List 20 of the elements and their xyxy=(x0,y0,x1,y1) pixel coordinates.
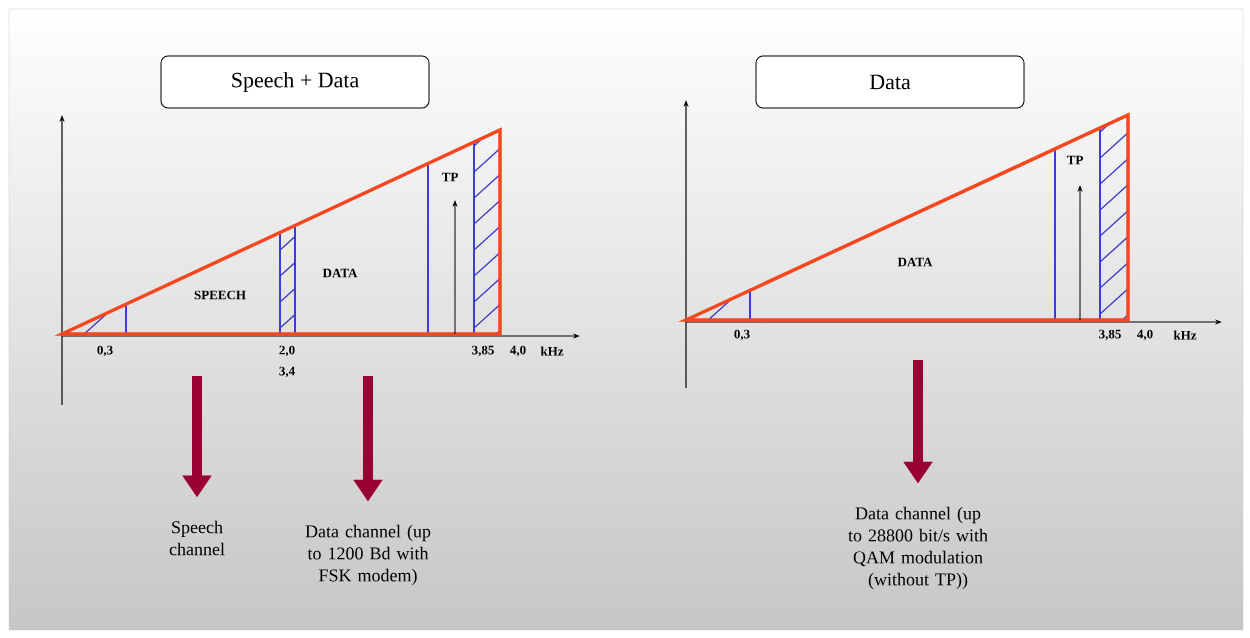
caption-text: Data channel (up to 28800 bit/s with QAM modulation (without TP)) xyxy=(848,506,988,590)
region-label: SPEECH xyxy=(194,290,246,300)
axis-unit-label: kHz xyxy=(540,346,564,356)
tick-label: 4,0 xyxy=(1137,329,1153,341)
region-label: DATA xyxy=(322,268,358,278)
tick-label: 4,0 xyxy=(510,345,526,357)
tick-label: 0,3 xyxy=(734,329,750,341)
tick-label: 3,4 xyxy=(279,366,295,378)
title-box: Data xyxy=(755,55,1025,109)
caption-text: Speech channel xyxy=(169,520,225,556)
tick-label: 3,85 xyxy=(1099,329,1121,341)
caption-text: Data channel (up to 1200 Bd with FSK modem) xyxy=(305,524,431,586)
region-label: TP xyxy=(1066,155,1083,165)
axis-unit-label: kHz xyxy=(1173,330,1197,340)
tick-label: 2,0 xyxy=(279,345,295,357)
title-box: Speech + Data xyxy=(160,55,430,109)
tick-label: 0,3 xyxy=(97,345,113,357)
region-label: DATA xyxy=(897,257,933,267)
region-label: TP xyxy=(441,172,458,182)
tick-label: 3,85 xyxy=(472,345,494,357)
